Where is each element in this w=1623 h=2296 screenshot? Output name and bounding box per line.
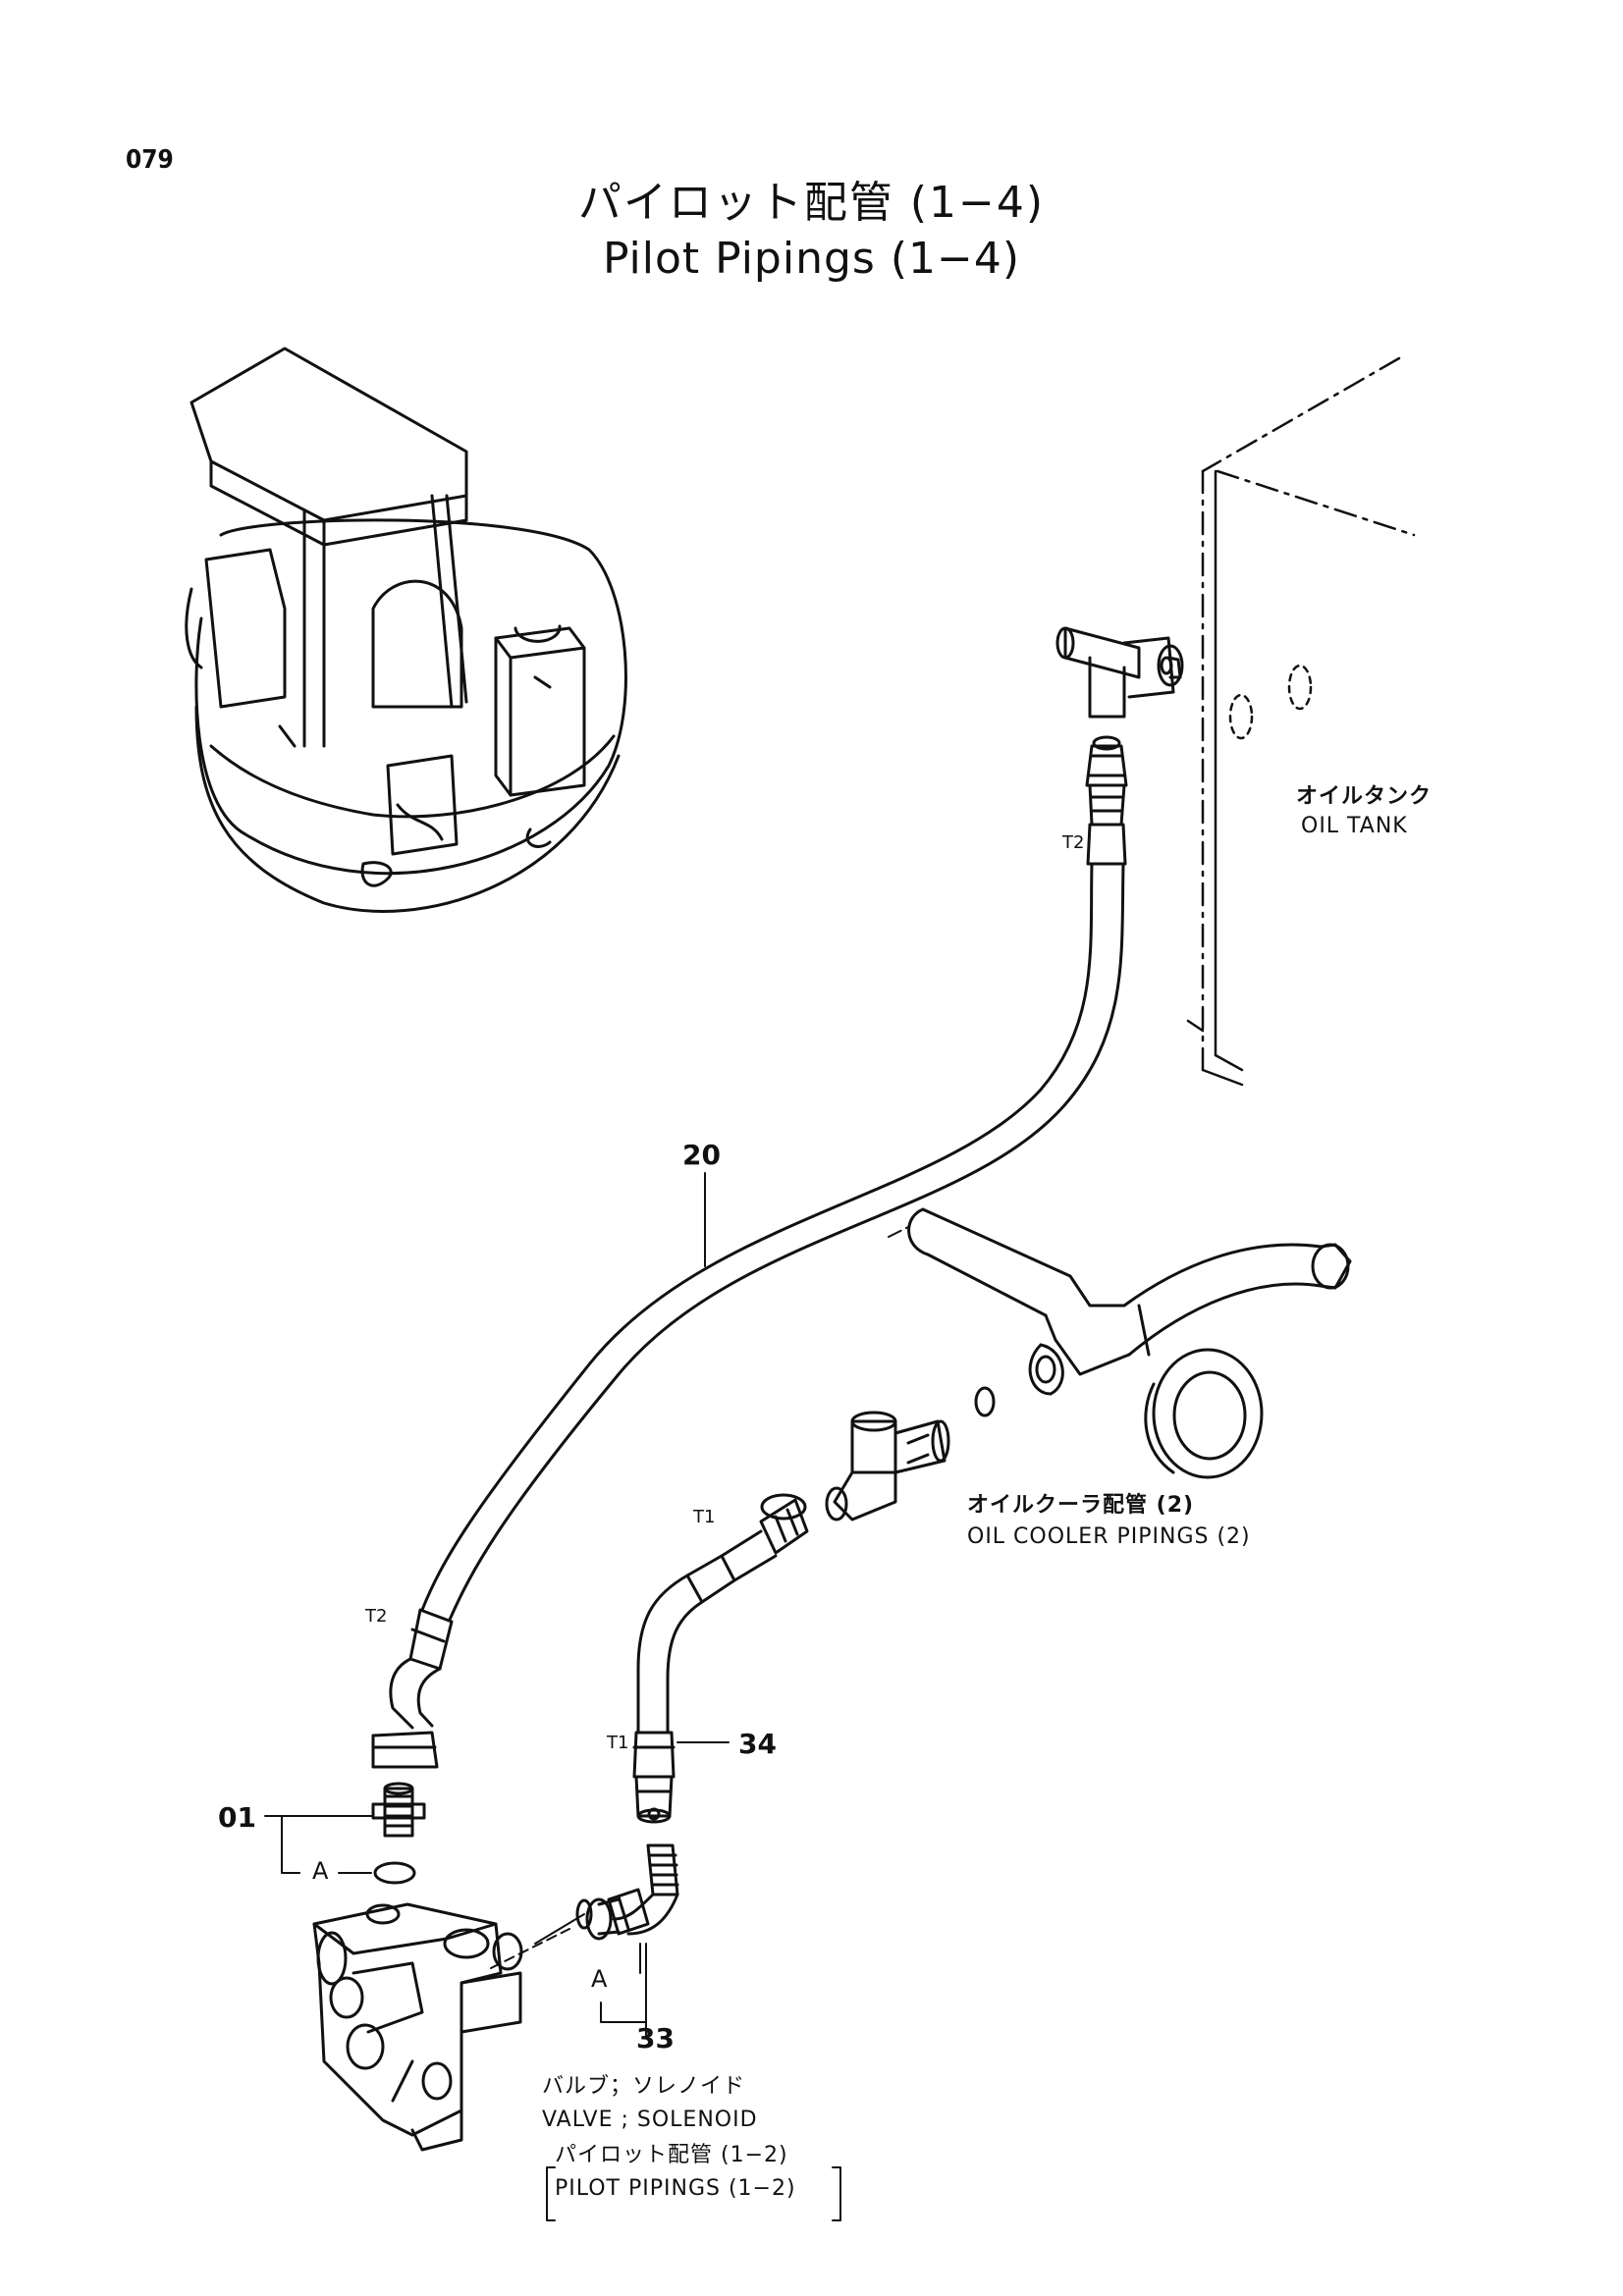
o-ring-a-right [575, 1898, 593, 1930]
page-number: 079 [126, 145, 174, 175]
page-title-english: Pilot Pipings (1−4) [602, 234, 1021, 284]
hose-upper-fitting [1085, 735, 1128, 866]
oil-cooler-label-en: OIL COOLER PIPINGS (2) [967, 1524, 1251, 1549]
page-title-japanese: パイロット配管 (1−4) [577, 178, 1046, 228]
oil-cooler-label-jp: オイルクーラ配管 (2) [967, 1493, 1195, 1518]
part-number-elbow: 33 [636, 2022, 675, 2055]
hose-lower-fitting [371, 1608, 454, 1769]
tank-tee-fitting [1055, 626, 1184, 719]
solenoid-valve [312, 1902, 523, 2152]
tag-a-left: A [312, 1857, 329, 1885]
part-number-hose-short: 34 [738, 1728, 777, 1760]
part-number-hose: 20 [682, 1139, 721, 1171]
hose-20 [420, 862, 1125, 1622]
o-ring-a-left [373, 1861, 416, 1885]
oil-cooler-pipe [888, 1207, 1352, 1479]
tag-t2-top: T2 [1062, 832, 1085, 853]
tag-t1-top: T1 [693, 1507, 716, 1527]
oil-tank-label-en: OIL TANK [1301, 814, 1408, 838]
valve-label-jp: バルブ；ソレノイド [542, 2074, 746, 2099]
hose-34-upper-fitting [685, 1493, 809, 1604]
elbow-33 [585, 1843, 679, 1941]
excavator-overview-illustration [185, 347, 627, 913]
adapter-01 [371, 1782, 426, 1838]
hose-34-lower-fitting [632, 1731, 676, 1824]
oil-tank-label-jp: オイルタンク [1296, 784, 1433, 809]
part-number-adapter: 01 [218, 1801, 256, 1834]
tag-t1-bottom: T1 [607, 1733, 629, 1753]
oring-to-valve-line [534, 1913, 585, 1945]
valve-label-en: VALVE ; SOLENOID [542, 2108, 758, 2132]
tag-t2-bottom: T2 [365, 1606, 388, 1627]
hose-34 [636, 1574, 704, 1735]
pilot-ref-label-en: PILOT PIPINGS (1−2) [555, 2176, 796, 2201]
pilot-ref-label-jp: パイロット配管 (1−2) [555, 2143, 788, 2167]
leader-lines [264, 1741, 730, 2038]
tag-a-right: A [591, 1965, 608, 1993]
reference-bracket [546, 2166, 841, 2221]
valve-connection-line [490, 1928, 570, 1969]
cooler-tee-fitting [825, 1411, 950, 1522]
oil-tank-outline [1186, 356, 1416, 1087]
